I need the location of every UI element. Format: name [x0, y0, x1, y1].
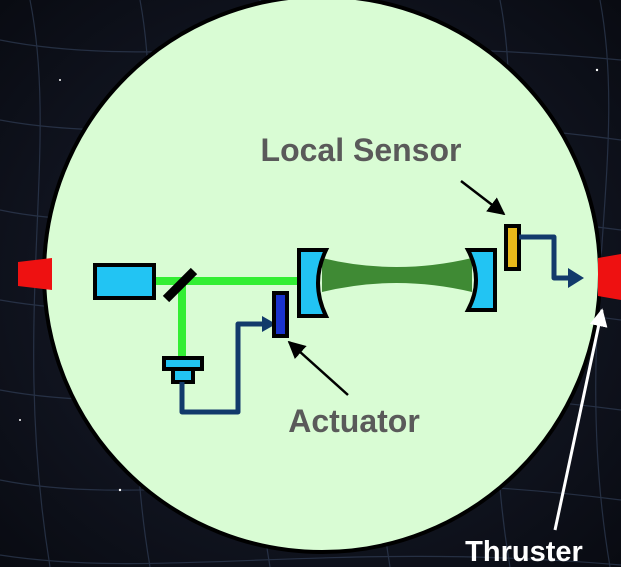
- beam-splitter: [162, 267, 198, 303]
- cavity-beam: [322, 258, 472, 292]
- left-thruster-icon: [18, 258, 52, 290]
- local-sensor-label: Local Sensor: [261, 132, 462, 168]
- actuator-signal-line: [179, 321, 264, 415]
- thruster-pointer-arrow: [553, 308, 608, 531]
- actuator-pointer-arrow: [287, 340, 349, 396]
- thruster-label: Thruster: [465, 536, 583, 567]
- left-mirror: [297, 248, 330, 318]
- local-sensor-plate: [504, 224, 521, 271]
- right-thruster-icon: [598, 254, 621, 300]
- actuator-signal-arrow-icon: [262, 316, 276, 332]
- thruster-signal-line: [519, 234, 572, 281]
- laser-source: [93, 263, 156, 300]
- actuator-label: Actuator: [288, 403, 420, 439]
- right-mirror: [464, 248, 497, 312]
- actuator-plate: [272, 291, 289, 338]
- thruster-signal-arrow-icon: [568, 268, 584, 288]
- local-sensor-pointer-arrow: [460, 180, 506, 216]
